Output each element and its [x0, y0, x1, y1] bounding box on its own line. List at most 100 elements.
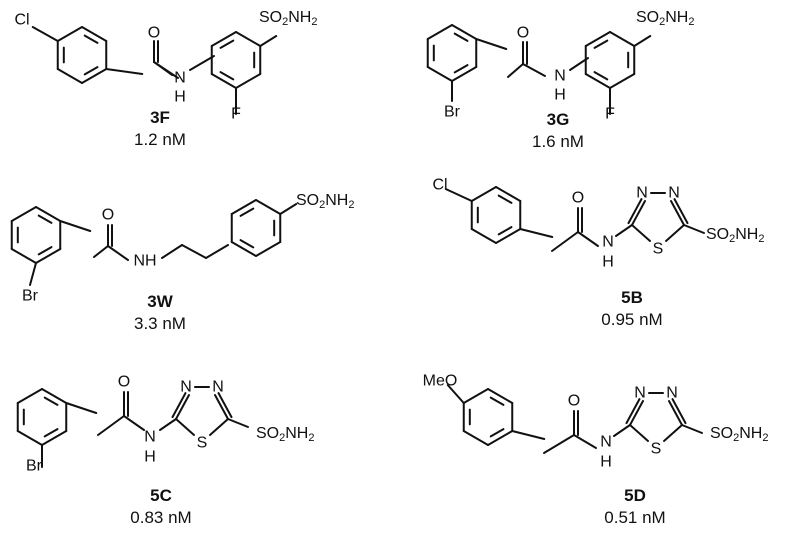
bond-line	[16, 430, 43, 446]
atom-label: N	[668, 185, 680, 202]
atom-label: NH	[133, 253, 156, 270]
compound-id: 3F	[150, 108, 170, 127]
atom-label: H	[600, 454, 612, 471]
bond-line	[681, 424, 703, 434]
bond-line	[43, 396, 59, 406]
bond-line	[43, 428, 59, 438]
bond-line	[123, 415, 145, 431]
bond-line	[573, 434, 597, 449]
bond-line	[217, 392, 233, 419]
bond-line	[227, 418, 249, 428]
bond-line	[673, 198, 689, 225]
bond-line	[470, 228, 497, 244]
bond-line	[230, 199, 257, 215]
compound-value: 1.2 nM	[134, 130, 186, 149]
bond-line	[56, 68, 83, 84]
atom-label: N	[602, 234, 614, 251]
bond-line	[593, 71, 609, 81]
compound-id: 5B	[621, 288, 643, 307]
bond-line	[219, 39, 235, 49]
bond-line	[453, 64, 469, 74]
bond-line	[210, 31, 237, 47]
bond-line	[670, 200, 685, 226]
bond-line	[609, 73, 636, 89]
bond-line	[631, 200, 646, 226]
bond-line	[105, 68, 144, 75]
bond-line	[107, 245, 129, 261]
bond-line	[593, 39, 609, 49]
atom-label: O	[572, 190, 584, 207]
atom-label: Cl	[14, 12, 29, 29]
atom-label: N	[636, 185, 648, 202]
bond-line	[497, 194, 513, 204]
bond-line	[239, 207, 255, 217]
sulfonamide-label: SO2NH2	[710, 425, 768, 445]
bond-line	[475, 38, 508, 50]
bond-line	[230, 241, 257, 257]
bond-line	[519, 228, 554, 238]
atom-label: O	[568, 393, 580, 410]
bond-line	[451, 66, 478, 82]
bond-line	[161, 244, 183, 259]
bond-line	[522, 63, 546, 77]
bond-line	[171, 392, 187, 419]
compound-value: 3.3 nM	[134, 314, 186, 333]
bond-line	[93, 245, 109, 258]
bond-line	[255, 199, 282, 215]
bond-line	[507, 63, 524, 78]
atom-label: F	[231, 106, 241, 123]
atom-label: Br	[22, 288, 39, 305]
bond-line	[495, 228, 522, 244]
caption-5C: 5C 0.83 nM	[81, 486, 241, 530]
bond-line	[56, 26, 83, 42]
caption-5D: 5D 0.51 nM	[555, 486, 715, 530]
atom-label: H	[554, 87, 566, 104]
bond-line	[81, 68, 108, 84]
bond-line	[97, 415, 125, 436]
bond-line	[239, 239, 255, 249]
atom-label: S	[651, 441, 662, 458]
atom-label: Br	[444, 104, 461, 121]
bond-line	[584, 31, 611, 47]
sulfonamide-label: SO2NH2	[256, 425, 314, 445]
bond-line	[497, 226, 513, 236]
bond-line	[210, 73, 237, 89]
bond-line	[631, 224, 651, 242]
caption-3F: 3F 1.2 nM	[80, 108, 240, 152]
bond-line	[668, 400, 683, 426]
atom-label: S	[653, 241, 664, 258]
bond-line	[426, 24, 453, 40]
atom-label: S	[197, 435, 208, 452]
bond-line	[81, 26, 108, 42]
bond-line	[35, 248, 62, 264]
bond-line	[551, 231, 579, 252]
atom-label: N	[634, 385, 646, 402]
bond-line	[451, 24, 478, 40]
bond-line	[35, 206, 62, 222]
bond-line	[181, 244, 207, 259]
atom-label: MeO	[423, 373, 458, 390]
atom-label: F	[605, 106, 615, 123]
bond-line	[29, 262, 37, 286]
bond-line	[41, 430, 68, 446]
atom-label: N	[174, 70, 186, 87]
caption-3G: 3G 1.6 nM	[478, 110, 638, 154]
bond-line	[65, 402, 98, 414]
bond-line	[446, 384, 465, 404]
bond-line	[279, 203, 298, 215]
bond-line	[37, 246, 53, 256]
bond-line	[159, 418, 177, 431]
bond-line	[633, 35, 652, 47]
bond-line	[83, 34, 99, 44]
bond-line	[489, 396, 505, 406]
bond-line	[444, 188, 473, 202]
caption-3W: 3W 3.3 nM	[80, 292, 240, 336]
bond-line	[59, 220, 92, 232]
atom-label: N	[666, 385, 678, 402]
